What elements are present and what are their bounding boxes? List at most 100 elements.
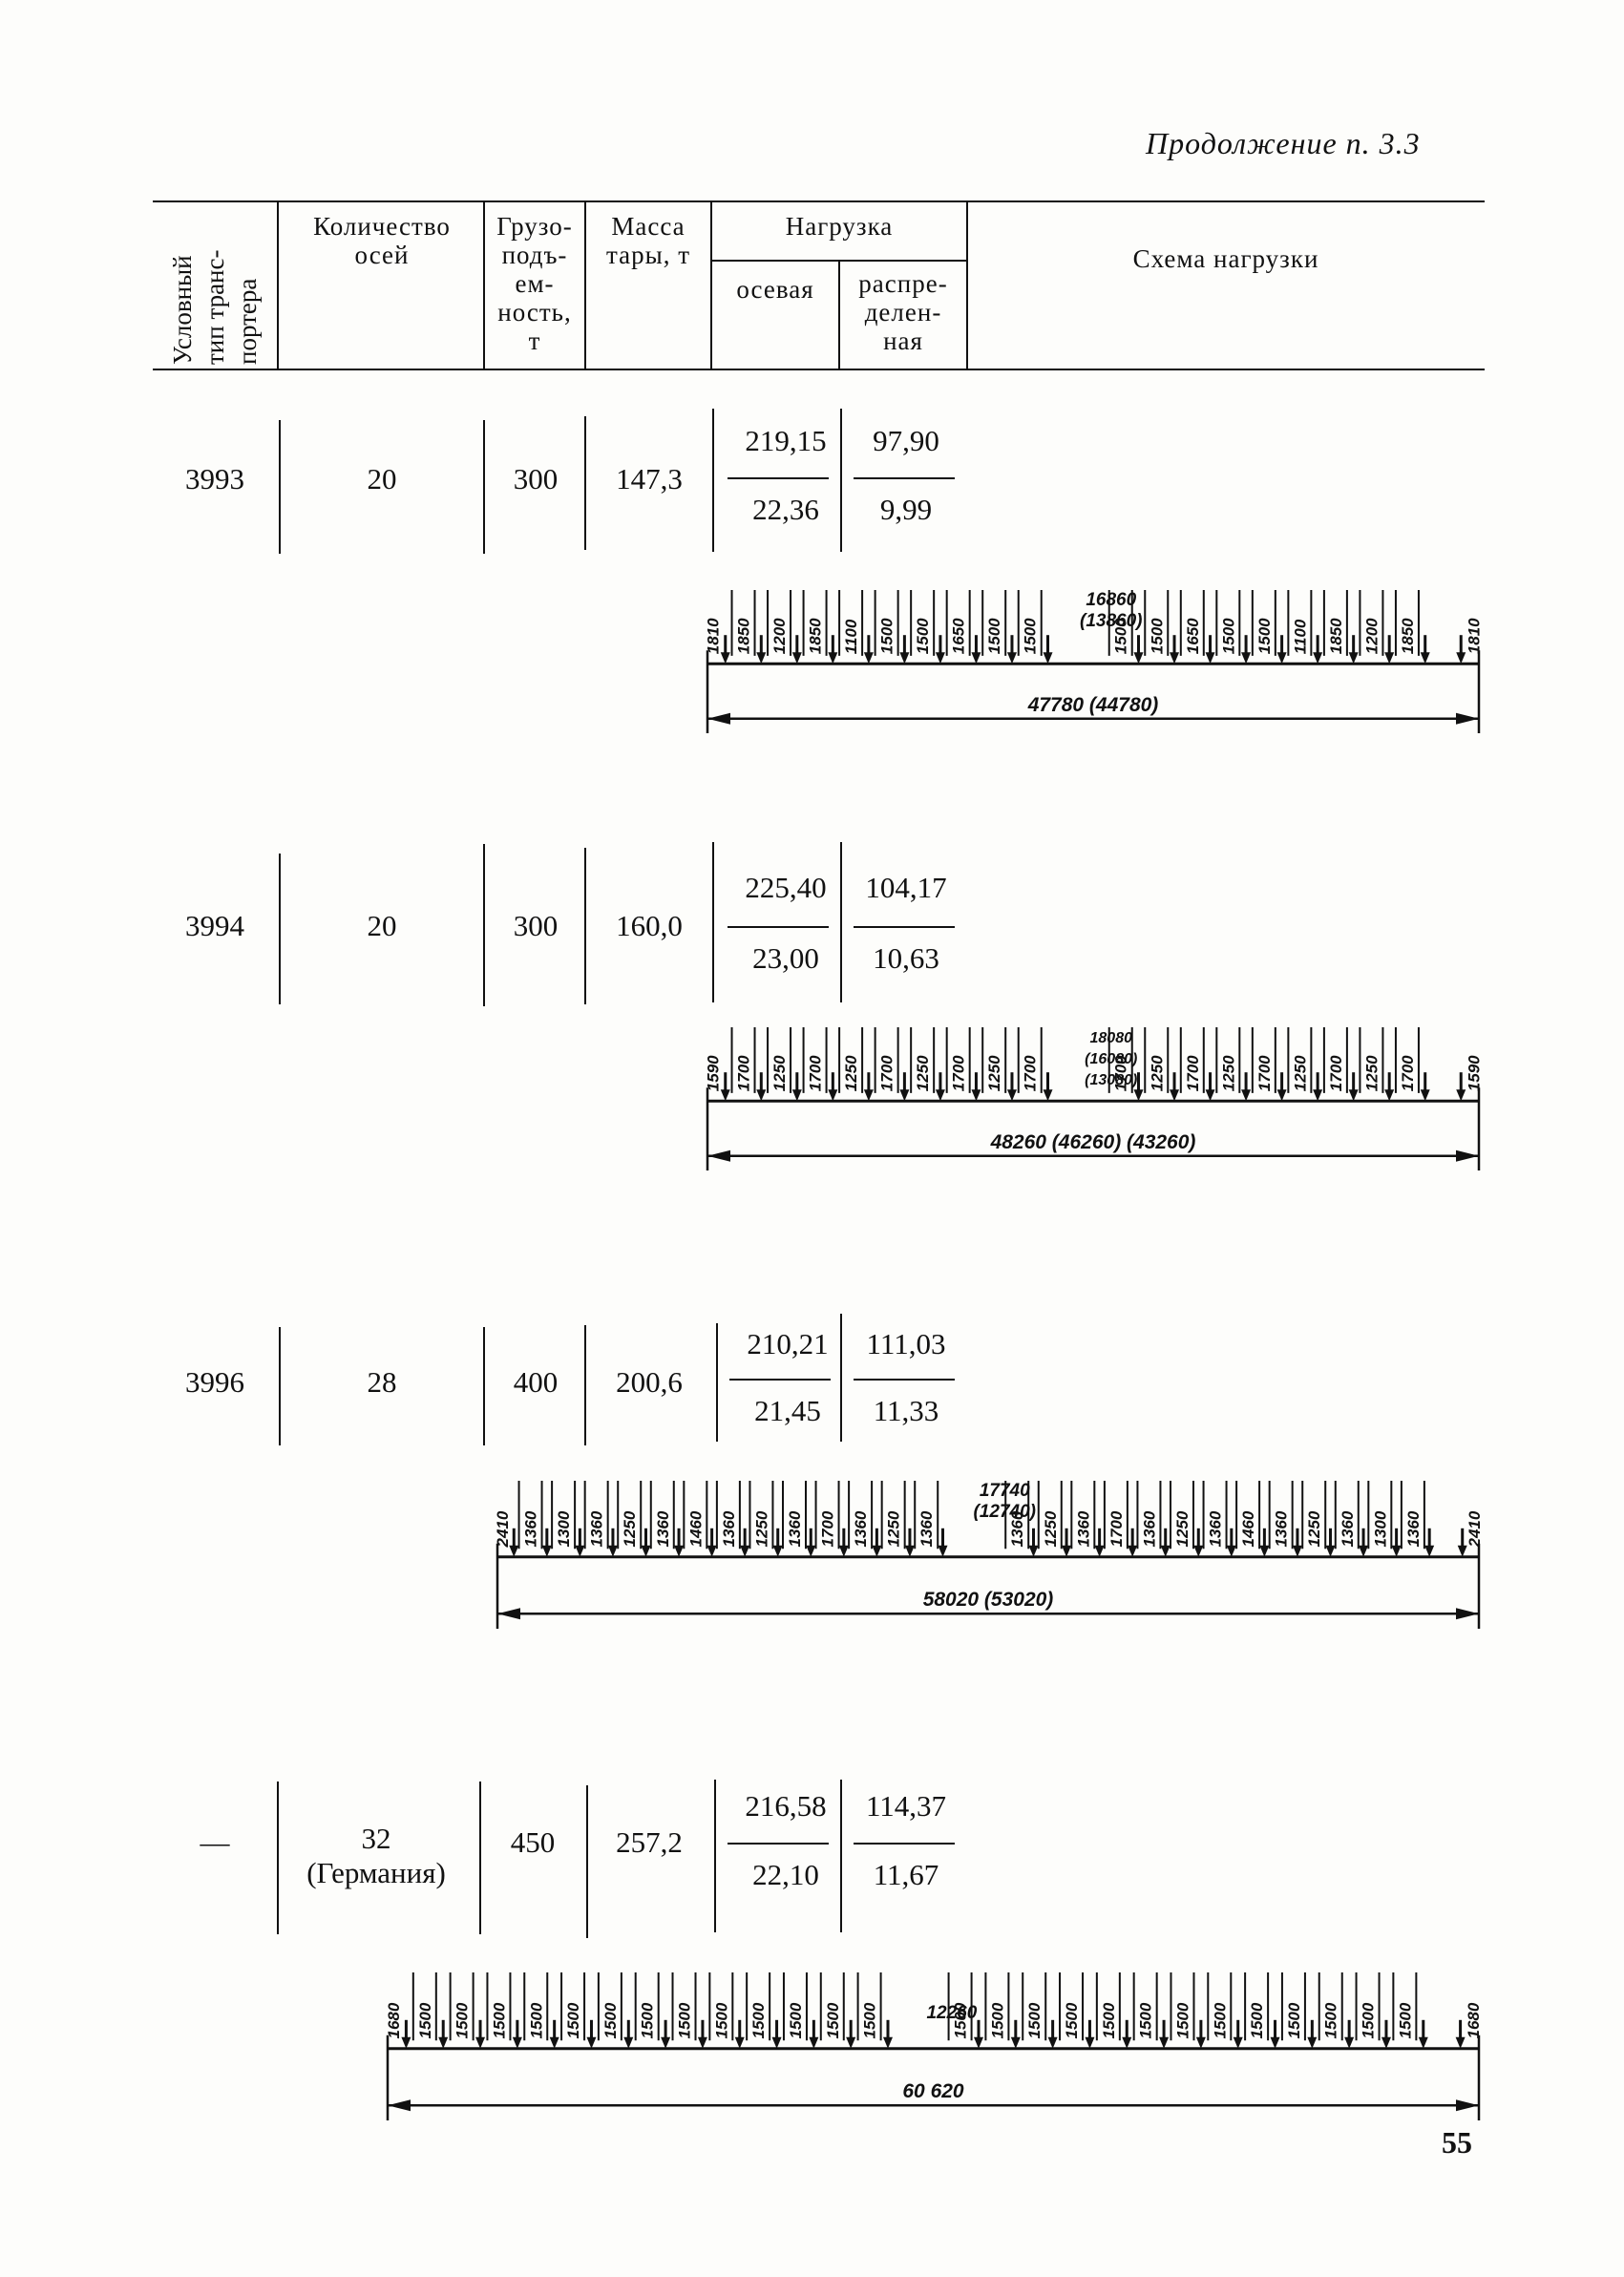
axle-load-arrowhead: [401, 2036, 411, 2049]
axle-spacing-label: 1500: [1211, 2002, 1229, 2038]
row-axial-top: 219,15: [745, 424, 827, 457]
row-dist-top: 111,03: [866, 1327, 946, 1360]
header-capacity: Грузо-подъ-ем-ность,т: [496, 212, 573, 355]
axle-load-arrowhead: [935, 652, 945, 664]
dimension-arrowhead: [707, 1149, 730, 1162]
middle-span-label: (16080): [1085, 1051, 1137, 1067]
axle-load-arrowhead: [1128, 1545, 1138, 1557]
axle-load-arrowhead: [512, 2036, 522, 2049]
axle-spacing-label: 1460: [1239, 1510, 1257, 1547]
axle-spacing-label: 1460: [686, 1510, 705, 1547]
axle-load-arrowhead: [575, 1545, 585, 1557]
axle-spacing-label: 1500: [1022, 618, 1040, 654]
axle-load-arrowhead: [586, 2036, 597, 2049]
axle-load-arrowhead: [1241, 1089, 1252, 1102]
axle-load-arrowhead: [1170, 652, 1180, 664]
table-header-bottom-rule: [153, 369, 1485, 370]
row-axles: 20: [367, 462, 397, 495]
axle-spacing-label: 1500: [1285, 2002, 1303, 2038]
axle-spacing-label: 1650: [1184, 618, 1202, 654]
continuation-title: Продолжение п. 3.3: [1146, 126, 1421, 160]
page-number: 55: [1442, 2125, 1472, 2160]
axle-load-arrowhead: [1094, 1545, 1105, 1557]
axle-load-arrowhead: [1160, 1545, 1171, 1557]
axle-spacing-label: 1250: [621, 1510, 639, 1547]
total-length-label: 58020 (53020): [923, 1589, 1054, 1611]
axle-spacing-label: 1700: [1255, 1055, 1274, 1091]
row-capacity: 450: [510, 1825, 556, 1859]
axle-spacing-label: 1360: [786, 1510, 804, 1547]
axle-load-arrowhead: [740, 1545, 750, 1557]
axle-spacing-label: 1500: [914, 618, 932, 654]
axle-load-arrowhead: [863, 1089, 874, 1102]
axle-spacing-label: 1200: [1362, 618, 1381, 654]
axle-spacing-label: 1360: [917, 1510, 936, 1547]
axle-load-arrowhead: [1456, 652, 1466, 664]
axle-load-arrowhead: [1028, 1545, 1039, 1557]
axle-spacing-label: 1700: [1184, 1055, 1202, 1091]
axle-load-arrowhead: [1313, 652, 1323, 664]
axle-load-arrowhead: [1043, 652, 1053, 664]
middle-span-label: 12260: [926, 2003, 977, 2023]
axle-load-arrowhead: [1359, 1545, 1369, 1557]
row-type: 3994: [185, 909, 244, 942]
axle-spacing-label: 1700: [735, 1055, 753, 1091]
axle-load-arrowhead: [641, 1545, 651, 1557]
axle-load-arrowhead: [1122, 2036, 1132, 2049]
axle-spacing-label: 1360: [522, 1510, 540, 1547]
axle-spacing-label: 1500: [824, 2002, 842, 2038]
header-load-subrule: [710, 260, 966, 262]
header-scheme: Схема нагрузки: [1132, 244, 1319, 273]
axle-load-arrowhead: [806, 1545, 816, 1557]
axle-spacing-label: 1700: [950, 1055, 968, 1091]
axle-load-arrowhead: [549, 2036, 559, 2049]
axle-spacing-label: 1250: [914, 1055, 932, 1091]
axle-load-arrowhead: [935, 1089, 945, 1102]
axle-spacing-label: 1360: [588, 1510, 606, 1547]
axle-spacing-label: 1700: [807, 1055, 825, 1091]
axle-spacing-label: 1360: [852, 1510, 870, 1547]
row-dist-bottom: 9,99: [879, 493, 933, 526]
axle-load-arrowhead: [1226, 1545, 1236, 1557]
axle-spacing-label: 1500: [1219, 618, 1237, 654]
axle-spacing-label: 1500: [416, 2002, 434, 2038]
axle-load-arrowhead: [661, 2036, 671, 2049]
axle-load-arrowhead: [772, 1545, 783, 1557]
row-tare: 257,2: [616, 1825, 683, 1859]
axle-spacing-label: 1250: [1173, 1510, 1192, 1547]
axle-spacing-label: 1500: [639, 2002, 657, 2038]
row-axial-bottom: 23,00: [752, 941, 819, 975]
header-divider: [483, 200, 485, 369]
axle-load-arrowhead: [697, 2036, 707, 2049]
header-divider: [710, 200, 712, 369]
axle-load-arrowhead: [971, 1089, 981, 1102]
axle-spacing-label: 1500: [564, 2002, 582, 2038]
axle-spacing-label: 1500: [861, 2002, 879, 2038]
axle-load-arrowhead: [1384, 652, 1395, 664]
row-axial-top: 216,58: [745, 1789, 827, 1823]
axle-spacing-label: 1360: [1008, 1510, 1026, 1547]
axle-load-arrowhead: [1133, 652, 1144, 664]
row-axles: 28: [367, 1365, 397, 1399]
axle-spacing-label: 1250: [985, 1055, 1003, 1091]
axle-load-arrowhead: [1195, 2036, 1206, 2049]
axle-load-arrowhead: [883, 2036, 893, 2049]
axle-load-arrowhead: [1159, 2036, 1170, 2049]
axle-load-arrowhead: [1418, 2036, 1428, 2049]
axle-load-arrowhead: [1325, 1545, 1336, 1557]
axle-load-arrowhead: [674, 1545, 685, 1557]
axle-load-arrowhead: [1455, 2036, 1466, 2049]
axle-spacing-label: 1360: [720, 1510, 738, 1547]
axle-load-arrowhead: [1233, 2036, 1243, 2049]
axle-load-arrowhead: [791, 652, 802, 664]
axle-spacing-label: 1250: [842, 1055, 860, 1091]
axle-load-arrowhead: [734, 2036, 745, 2049]
axle-spacing-label: 1500: [985, 618, 1003, 654]
axle-spacing-label: 1810: [1465, 618, 1483, 654]
axle-load-arrowhead: [1381, 2036, 1391, 2049]
axle-load-arrowhead: [1391, 1545, 1402, 1557]
axle-spacing-label: 1250: [1148, 1055, 1166, 1091]
row-axles: 32(Германия): [306, 1822, 446, 1889]
axle-spacing-label: 1850: [807, 618, 825, 654]
